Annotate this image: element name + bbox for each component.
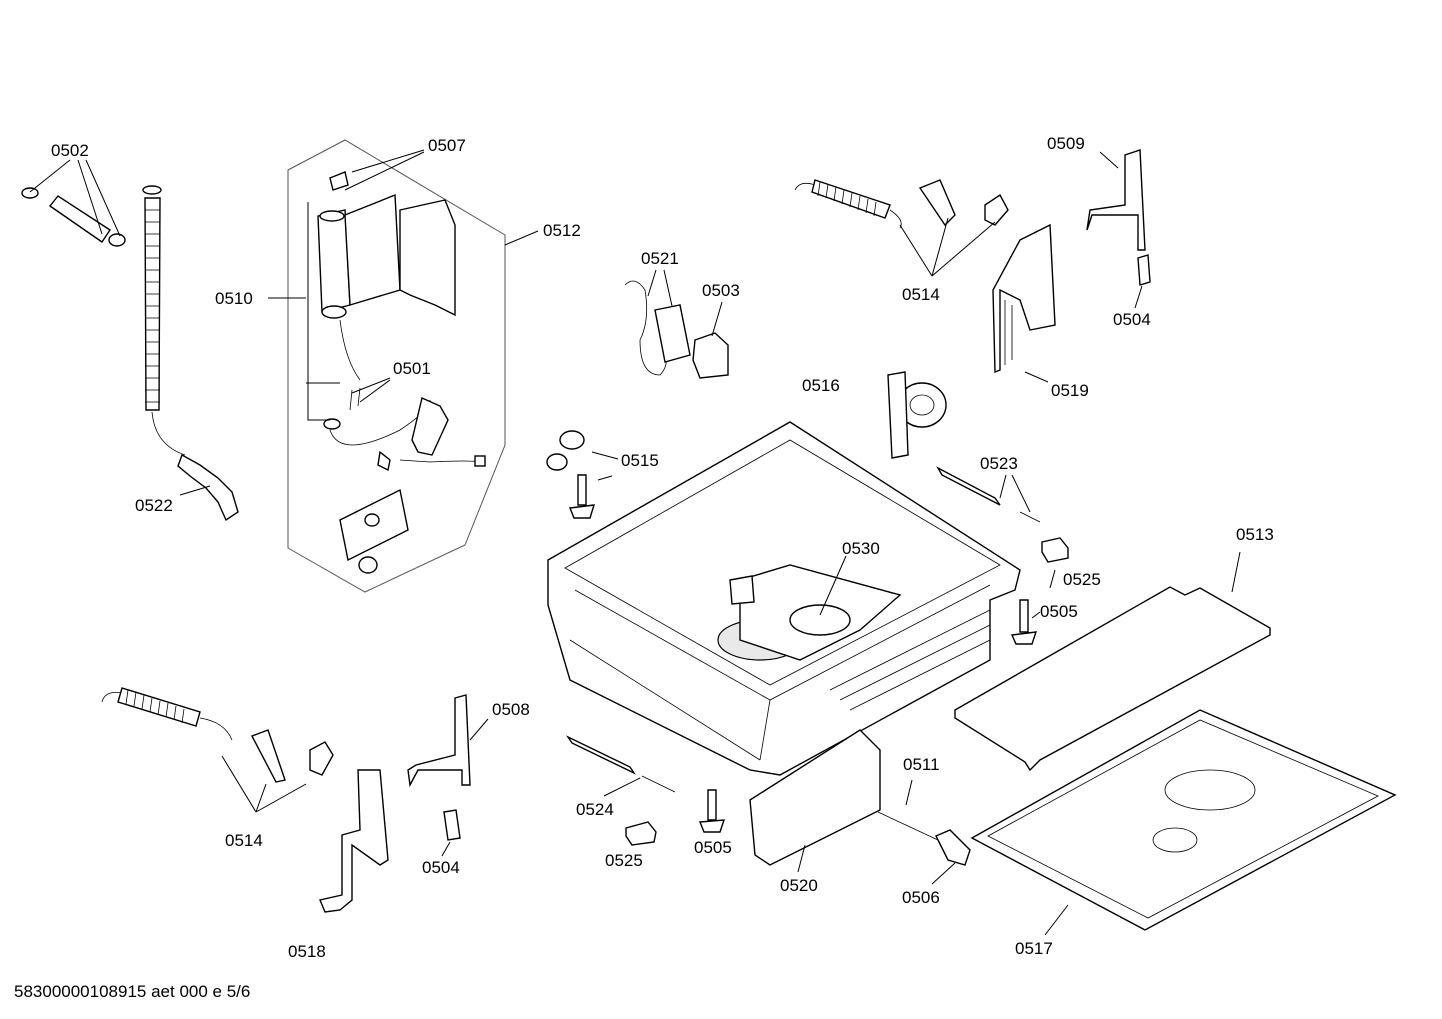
label-0519: 0519: [1051, 381, 1089, 400]
label-0513: 0513: [1236, 525, 1274, 544]
cover-plate-part: [954, 586, 1271, 772]
label-0525-left: 0525: [605, 851, 643, 870]
footer-code: 58300000108915 aet 000 e 5/6: [14, 982, 250, 1001]
label-0522: 0522: [135, 496, 173, 515]
label-0505-right: 0505: [1040, 602, 1078, 621]
label-0504-bottom: 0504: [422, 858, 460, 877]
label-0515: 0515: [621, 451, 659, 470]
label-0514-bottom: 0514: [225, 831, 263, 850]
label-0509: 0509: [1047, 134, 1085, 153]
hinge-bracket-right: [992, 149, 1151, 374]
label-0504-top: 0504: [1113, 310, 1151, 329]
leader-lines: [29, 149, 1241, 936]
circulation-pump-part: [887, 371, 947, 459]
label-0530: 0530: [842, 539, 880, 558]
label-0520: 0520: [780, 876, 818, 895]
label-0524: 0524: [576, 800, 614, 819]
water-inlet-assembly: [287, 139, 506, 593]
door-spring-part-top: [794, 179, 1009, 229]
rail-part-bottom: [565, 735, 725, 846]
label-0502: 0502: [51, 141, 89, 160]
front-panel-part: [749, 729, 971, 866]
label-0512: 0512: [543, 221, 581, 240]
drain-hose-part: [21, 185, 239, 522]
label-0517: 0517: [1015, 939, 1053, 958]
rail-part-top: [936, 466, 1069, 563]
label-0511: 0511: [903, 755, 940, 774]
label-0505-left: 0505: [694, 838, 732, 857]
label-0508: 0508: [492, 700, 530, 719]
door-spring-part-bottom: [101, 687, 471, 913]
label-0525-right: 0525: [1063, 570, 1101, 589]
foot-screw-right: [1010, 599, 1038, 645]
label-0521: 0521: [641, 249, 679, 268]
label-0523: 0523: [980, 454, 1018, 473]
cable-connector-part: [624, 280, 729, 379]
label-0501: 0501: [393, 359, 431, 378]
label-0518: 0518: [288, 942, 326, 961]
fan-screw-part: [546, 430, 595, 519]
label-0507: 0507: [428, 136, 466, 155]
floor-plate-part: [970, 709, 1397, 931]
label-0503: 0503: [702, 281, 740, 300]
label-0510: 0510: [215, 289, 253, 308]
label-0514-top: 0514: [902, 285, 940, 304]
label-0516: 0516: [802, 376, 840, 395]
base-tub-part: [547, 421, 1021, 776]
label-0506: 0506: [902, 888, 940, 907]
